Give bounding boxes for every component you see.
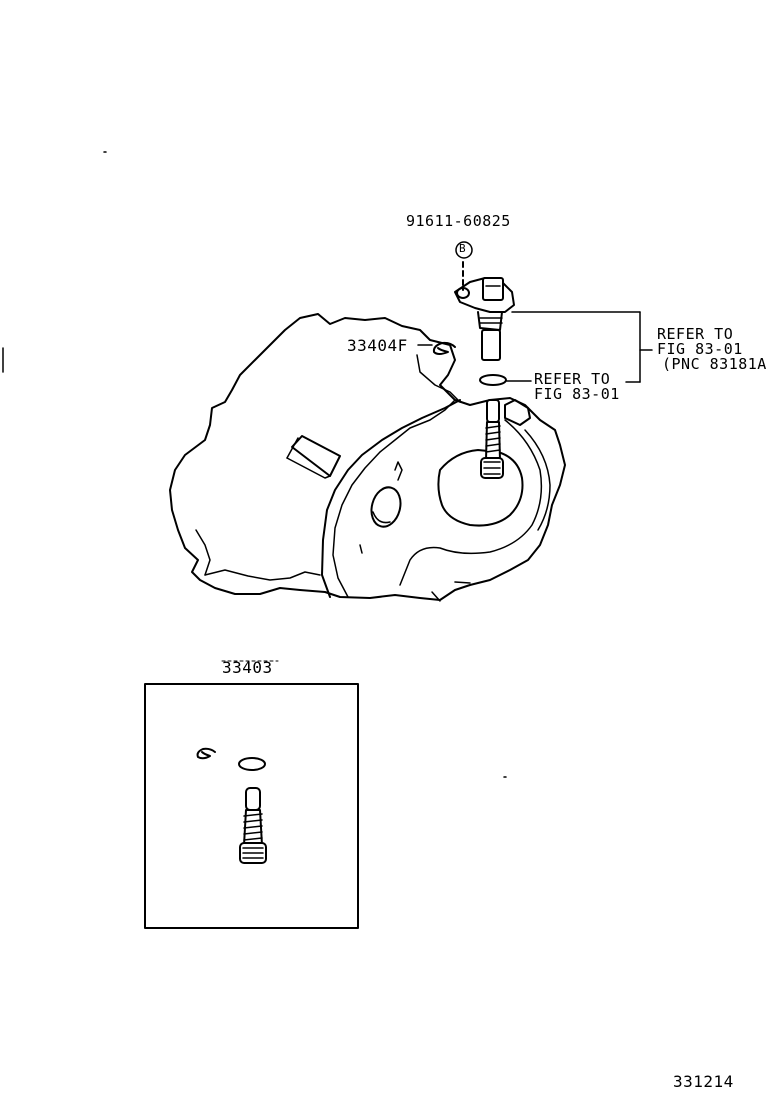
kit-o-ring xyxy=(238,757,266,771)
callout-b-label: B xyxy=(459,242,467,255)
figure-id: 331214 xyxy=(673,1072,734,1091)
oring-part-number: 33404F xyxy=(347,336,408,355)
kit-box xyxy=(144,660,359,929)
sensor-part-number: 91611-60825 xyxy=(406,212,511,230)
retaining-clip xyxy=(416,341,461,403)
speed-sensor xyxy=(454,261,653,383)
driven-gear xyxy=(480,399,504,479)
kit-part-number: 33403 xyxy=(222,658,273,677)
refer-top-line1: REFER TO xyxy=(657,325,734,343)
transmission-case xyxy=(169,313,566,602)
refer-top-line2: FIG 83-01 xyxy=(657,340,743,358)
refer-top-line3: (PNC 83181A xyxy=(662,355,767,373)
callout-b-circle xyxy=(455,241,473,259)
refer-mid-line2: FIG 83-01 xyxy=(534,385,620,403)
kit-gear xyxy=(239,787,267,864)
refer-mid-line1: REFER TO xyxy=(534,370,611,388)
o-ring xyxy=(479,374,532,386)
kit-clip xyxy=(196,747,216,760)
